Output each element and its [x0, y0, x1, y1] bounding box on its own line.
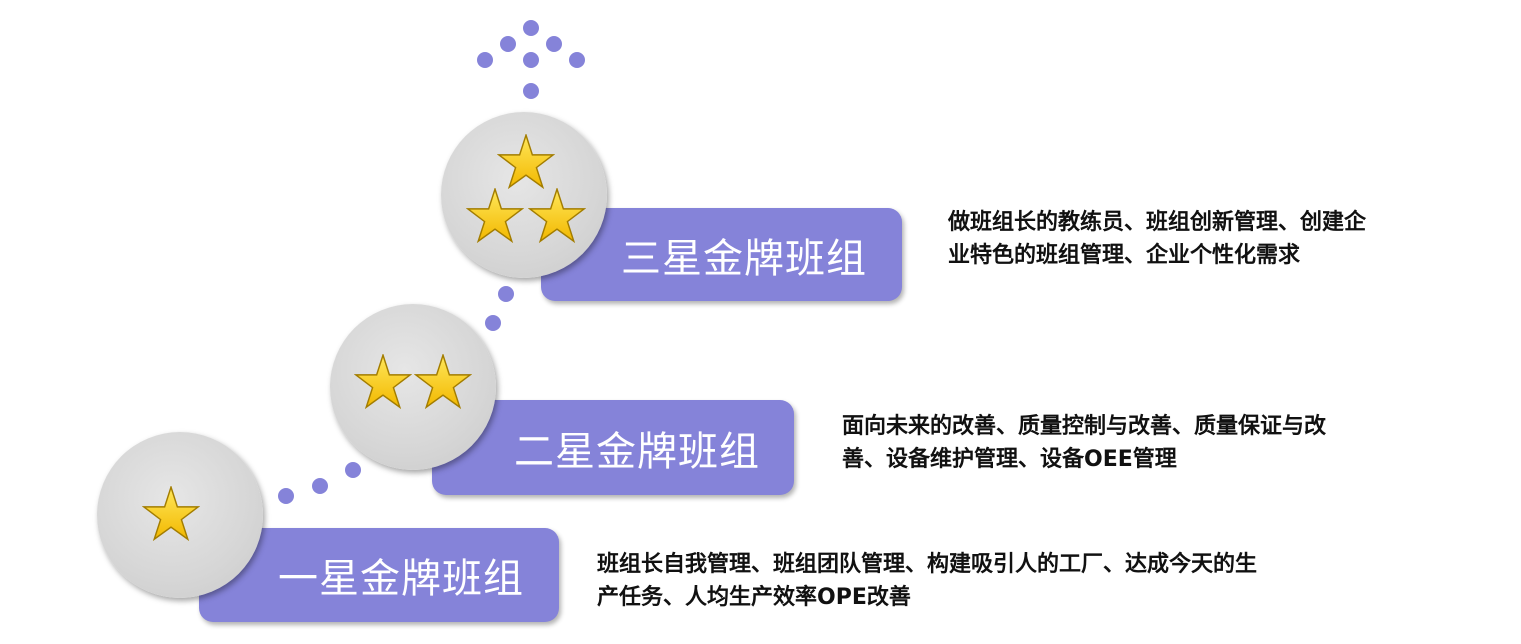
star-icon	[143, 486, 199, 540]
arrow-dot	[500, 36, 516, 52]
connector-dot	[498, 286, 514, 302]
level-title-bar: 一星金牌班组	[199, 528, 559, 622]
description-line: 做班组长的教练员、班组创新管理、创建企	[948, 210, 1367, 235]
description-line: 善、设备维护管理、设备OEE管理	[842, 447, 1177, 472]
star-icon	[415, 354, 471, 408]
arrow-dot	[569, 52, 585, 68]
level-title-bar: 二星金牌班组	[432, 400, 794, 495]
connector-dot	[278, 488, 294, 504]
description-line: 业特色的班组管理、企业个性化需求	[948, 243, 1301, 268]
level-title: 一星金牌班组	[278, 556, 524, 602]
description-line: 面向未来的改善、质量控制与改善、质量保证与改	[842, 414, 1327, 439]
connector-dot	[485, 315, 501, 331]
arrow-dot	[523, 83, 539, 99]
star-icon	[355, 354, 411, 408]
star-icon	[498, 134, 554, 188]
level-title: 二星金牌班组	[514, 428, 760, 475]
level-description: 面向未来的改善、质量控制与改善、质量保证与改 善、设备维护管理、设备OEE管理	[842, 410, 1326, 476]
description-line: 班组长自我管理、班组团队管理、构建吸引人的工厂、达成今天的生	[597, 552, 1258, 577]
description-line: 产任务、人均生产效率OPE改善	[597, 585, 911, 610]
connector-dot	[345, 462, 361, 478]
level-description: 做班组长的教练员、班组创新管理、创建企 业特色的班组管理、企业个性化需求	[948, 206, 1366, 272]
arrow-dot	[523, 20, 539, 36]
level-title: 三星金牌班组	[621, 235, 867, 282]
arrow-dot	[523, 52, 539, 68]
level-badge-circle	[330, 304, 496, 470]
star-icon	[467, 188, 523, 242]
arrow-dot	[477, 52, 493, 68]
connector-dot	[312, 478, 328, 494]
star-icon	[529, 188, 585, 242]
arrow-dot	[546, 36, 562, 52]
level-description: 班组长自我管理、班组团队管理、构建吸引人的工厂、达成今天的生 产任务、人均生产效…	[597, 548, 1257, 614]
